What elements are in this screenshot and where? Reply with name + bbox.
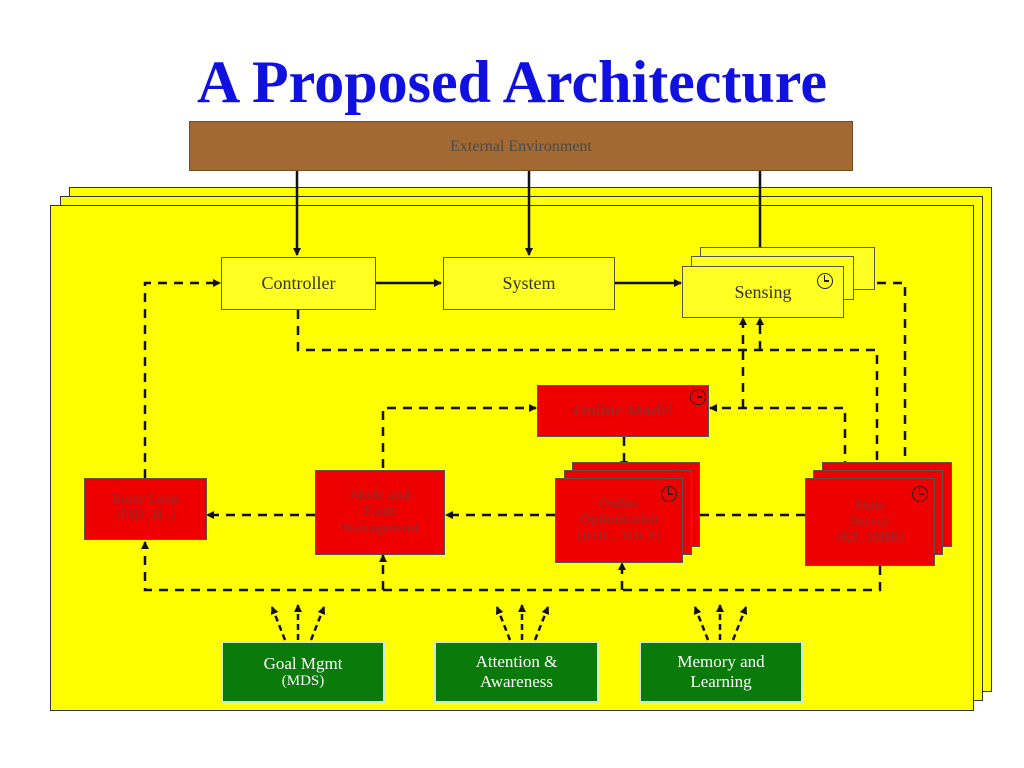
attention-box: Attention & Awareness <box>434 641 599 703</box>
system-label: System <box>502 273 556 294</box>
memory-line1: Memory and <box>677 652 765 672</box>
state-server-box: State Server (KF, MHE) <box>805 478 935 566</box>
state-server-line2: Server <box>850 513 890 529</box>
online-model-box: Online Model <box>537 385 709 437</box>
memory-line2: Learning <box>690 672 752 691</box>
mode-fault-line2: Fault <box>364 504 396 520</box>
infinity-subscript: ∞ <box>162 512 171 526</box>
clock-icon <box>690 389 706 405</box>
online-optimization-line1: Online <box>598 496 640 512</box>
clock-icon <box>661 486 677 502</box>
state-server-line3: (KF, MHE) <box>836 530 904 546</box>
online-optimization-box: Online Optimization (RHC, MILP) <box>555 478 683 563</box>
controller-label: Controller <box>261 273 336 294</box>
mode-fault-line3: Management <box>340 520 420 536</box>
online-model-label: Online Model <box>573 401 673 421</box>
inner-loop-line1: Inner Loop <box>111 491 180 507</box>
clock-icon <box>912 486 928 502</box>
external-environment-bar: External Environment <box>189 121 853 171</box>
slide-title: A Proposed Architecture <box>197 49 827 115</box>
inner-loop-box: Inner Loop (PID, H∞) <box>84 478 207 540</box>
mode-fault-line1: Mode and <box>349 488 411 504</box>
clock-icon <box>817 273 833 289</box>
goal-mgmt-box: Goal Mgmt (MDS) <box>221 641 385 703</box>
online-optimization-line3: (RHC, MILP) <box>577 528 661 544</box>
memory-box: Memory and Learning <box>639 641 803 703</box>
sensing-label: Sensing <box>734 281 792 302</box>
inner-loop-line2: (PID, H∞) <box>115 507 176 526</box>
sensing-box: Sensing <box>682 266 844 318</box>
online-optimization-line2: Optimization <box>579 512 659 528</box>
attention-line1: Attention & <box>475 652 558 672</box>
system-box: System <box>443 257 615 310</box>
state-server-line1: State <box>854 497 886 513</box>
attention-line2: Awareness <box>479 672 554 691</box>
controller-box: Controller <box>221 257 376 310</box>
goal-mgmt-line1: Goal Mgmt <box>263 653 343 673</box>
mode-fault-box: Mode and Fault Management <box>315 470 445 555</box>
goal-mgmt-line2: (MDS) <box>281 673 325 690</box>
